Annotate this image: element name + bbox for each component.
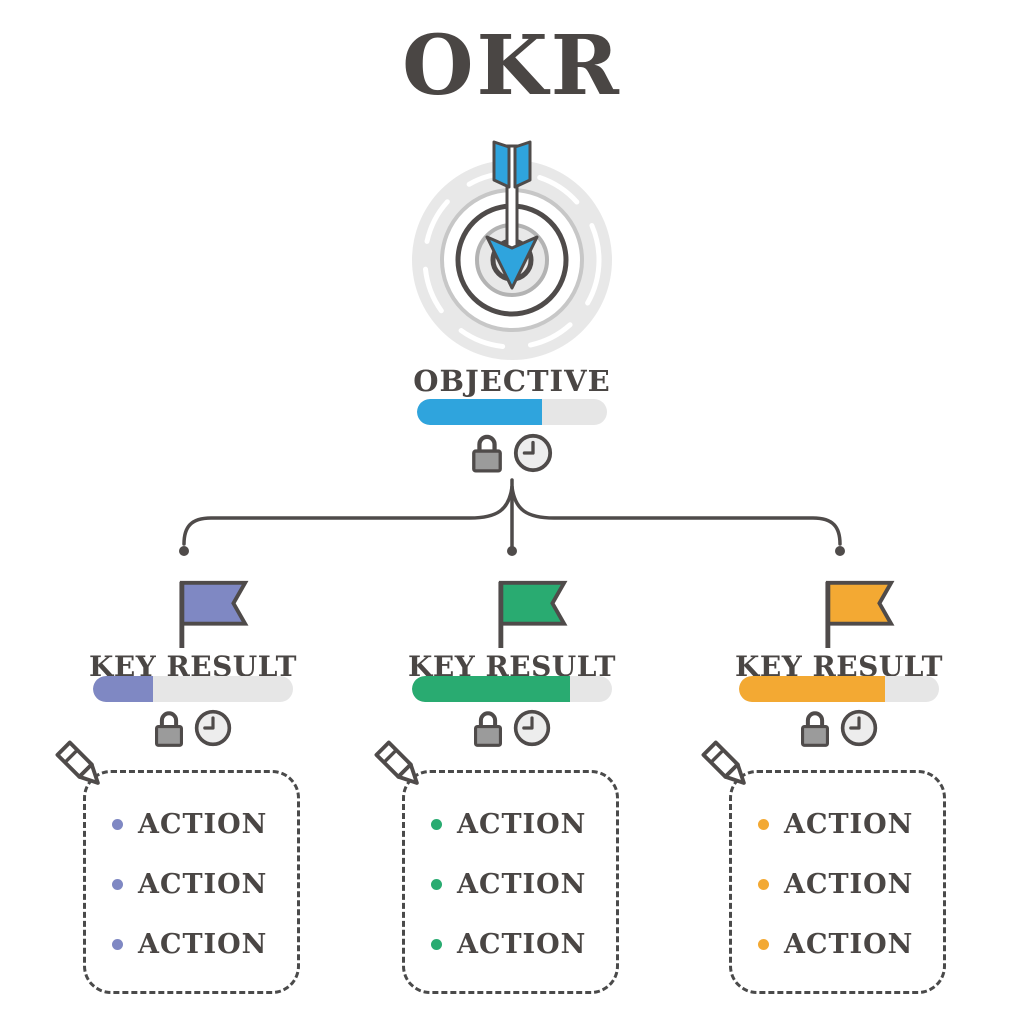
pencil-icon [370,738,432,804]
connector-dot-center [507,546,517,556]
action-label: ACTION [784,809,914,840]
objective-label: OBJECTIVE [413,364,611,398]
action-item: ACTION [431,809,616,840]
action-label: ACTION [138,869,268,900]
clock-icon [193,708,233,752]
action-item: ACTION [758,869,943,900]
key-result-meta-icons [719,706,959,752]
key-result-progress-fill [93,676,153,702]
action-item: ACTION [431,929,616,960]
flag-icon [819,578,899,654]
actions-box: ACTION ACTION ACTION [729,770,946,994]
action-label: ACTION [457,809,587,840]
arrow-head [485,235,539,290]
connector-left-branch [182,485,514,546]
page-title: OKR [402,18,622,114]
key-result-progress-bar [739,676,939,702]
pencil-icon [51,738,113,804]
bullet-dot [112,939,123,950]
objective-progress-fill [417,399,543,425]
lock-icon [799,707,831,752]
lock-icon [470,430,504,478]
arrow-fletching-left [492,140,511,189]
clock-icon [512,708,552,752]
key-result-column-1: KEY RESULT [55,578,313,1020]
objective-progress-bar [417,399,607,425]
lock-icon [472,707,504,752]
actions-box: ACTION ACTION ACTION [83,770,300,994]
action-label: ACTION [138,929,268,960]
bullet-dot [112,819,123,830]
action-item: ACTION [431,869,616,900]
action-label: ACTION [784,869,914,900]
action-item: ACTION [758,929,943,960]
connector-dot-left [179,546,189,556]
bullet-dot [758,819,769,830]
bullet-dot [758,939,769,950]
action-list: ACTION ACTION ACTION [732,773,943,960]
clock-icon [839,708,879,752]
action-item: ACTION [758,809,943,840]
action-item: ACTION [112,869,297,900]
action-label: ACTION [457,929,587,960]
action-list: ACTION ACTION ACTION [405,773,616,960]
bullet-dot [758,879,769,890]
action-label: ACTION [138,809,268,840]
action-list: ACTION ACTION ACTION [86,773,297,960]
target-bullseye-arrow-icon [402,140,622,372]
actions-box: ACTION ACTION ACTION [402,770,619,994]
key-result-meta-icons [73,706,313,752]
key-result-progress-bar [93,676,293,702]
key-result-column-3: KEY RESULT [701,578,959,1020]
bullet-dot [431,939,442,950]
action-label: ACTION [457,869,587,900]
arrow-fletching-right [513,140,532,189]
connector-right-branch [510,485,842,546]
flag-icon [173,578,253,654]
key-result-progress-fill [739,676,885,702]
clock-icon [512,432,554,478]
connector-dot-right [835,546,845,556]
action-item: ACTION [112,809,297,840]
bullet-dot [431,819,442,830]
lock-icon [153,707,185,752]
key-result-column-2: KEY RESULT [374,578,632,1020]
key-result-progress-fill [412,676,570,702]
action-label: ACTION [784,929,914,960]
flag-icon [492,578,572,654]
bullet-dot [112,879,123,890]
action-item: ACTION [112,929,297,960]
bullet-dot [431,879,442,890]
pencil-icon [697,738,759,804]
objective-meta-icons [0,430,1024,478]
key-result-meta-icons [392,706,632,752]
key-result-progress-bar [412,676,612,702]
